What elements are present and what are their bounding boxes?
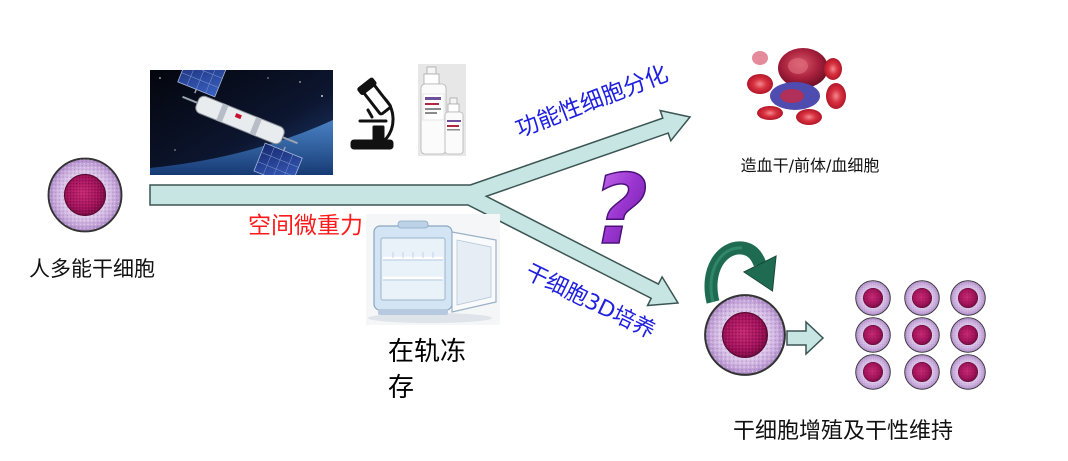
red-blood-cell xyxy=(826,83,846,109)
star xyxy=(159,77,161,79)
source-cell-label: 人多能干细胞 xyxy=(29,257,155,281)
station-band xyxy=(249,116,262,136)
white-blood-cell-nucleus xyxy=(780,89,804,103)
red-blood-cell xyxy=(747,74,773,94)
self-renewing-stem-cell xyxy=(704,294,786,376)
bottle-nozzle xyxy=(449,97,458,105)
star xyxy=(299,81,301,83)
forked-flow-arrow xyxy=(149,109,692,307)
pluripotent-stem-cell xyxy=(47,157,123,233)
space-station-photo xyxy=(150,70,333,175)
expanded-stem-cell xyxy=(950,354,986,390)
microscope-tube xyxy=(357,77,392,116)
fridge-cavity xyxy=(380,237,446,301)
expanded-stem-cell xyxy=(855,280,891,316)
fridge-base xyxy=(378,309,448,315)
expanded-stem-cell xyxy=(904,280,940,316)
space-station xyxy=(177,70,303,175)
expanded-cell-grid xyxy=(855,280,986,390)
solar-panel-grid xyxy=(257,146,299,175)
fixative-spray-bottles-photo xyxy=(418,64,466,156)
star xyxy=(267,77,269,79)
bottle-nozzle xyxy=(426,66,437,75)
label-line xyxy=(425,108,441,110)
bottle-cap xyxy=(423,73,440,85)
microscope-icon xyxy=(350,77,395,150)
expanded-stem-cell xyxy=(855,354,891,390)
blood-cells-illustration xyxy=(747,48,846,125)
expanded-stem-cell xyxy=(904,317,940,353)
label-line xyxy=(425,103,439,105)
star xyxy=(321,95,323,97)
fridge-shadow xyxy=(368,313,492,323)
label-line xyxy=(447,120,461,122)
proliferation-label: 干细胞增殖及干性维持 xyxy=(733,419,953,444)
mini-fridge-photo xyxy=(366,214,500,325)
fridge-door-panel xyxy=(456,239,492,306)
cycle-arrow-head xyxy=(742,255,777,292)
in-orbit-cryostorage-label: 在轨冻存 xyxy=(388,337,467,403)
expansion-arrow xyxy=(786,320,825,356)
station-band xyxy=(216,103,229,123)
curved-cycle-arrow-icon xyxy=(704,241,777,304)
label-line xyxy=(425,97,441,100)
progenitor-highlight xyxy=(788,58,808,74)
microscope-column xyxy=(372,125,385,143)
solar-panel-grid xyxy=(181,70,223,94)
stars xyxy=(159,77,323,151)
bottle-body-small xyxy=(444,111,464,155)
label-line xyxy=(425,112,437,114)
microscope-base xyxy=(350,139,394,150)
bottle-cap xyxy=(447,103,460,113)
red-blood-cell xyxy=(796,109,822,125)
expanded-stem-cell xyxy=(855,317,891,353)
label-line xyxy=(447,125,459,127)
microgravity-label: 空间微重力 xyxy=(248,213,363,239)
microscope-eyepiece xyxy=(357,77,377,95)
fridge-rack-bars xyxy=(392,252,434,258)
label-line xyxy=(447,129,460,131)
culture-3d-path-label: 干细胞3D培养 xyxy=(521,260,659,344)
red-blood-cell xyxy=(752,51,768,65)
red-blood-cell xyxy=(757,106,783,120)
microscope-objective xyxy=(366,108,374,119)
question-mark: ? xyxy=(592,154,648,266)
star xyxy=(174,149,176,151)
fridge-shelves xyxy=(383,252,443,281)
expanded-stem-cell xyxy=(950,280,986,316)
cycle-arrow-highlight xyxy=(709,246,743,303)
station-flag xyxy=(234,113,242,120)
expanded-stem-cell xyxy=(950,317,986,353)
station-body xyxy=(195,95,285,145)
blood-cells-label: 造血干/前体/血细胞 xyxy=(741,156,880,175)
red-blood-cell xyxy=(824,58,842,80)
expanded-stem-cell xyxy=(904,354,940,390)
fridge-handle xyxy=(397,220,429,229)
